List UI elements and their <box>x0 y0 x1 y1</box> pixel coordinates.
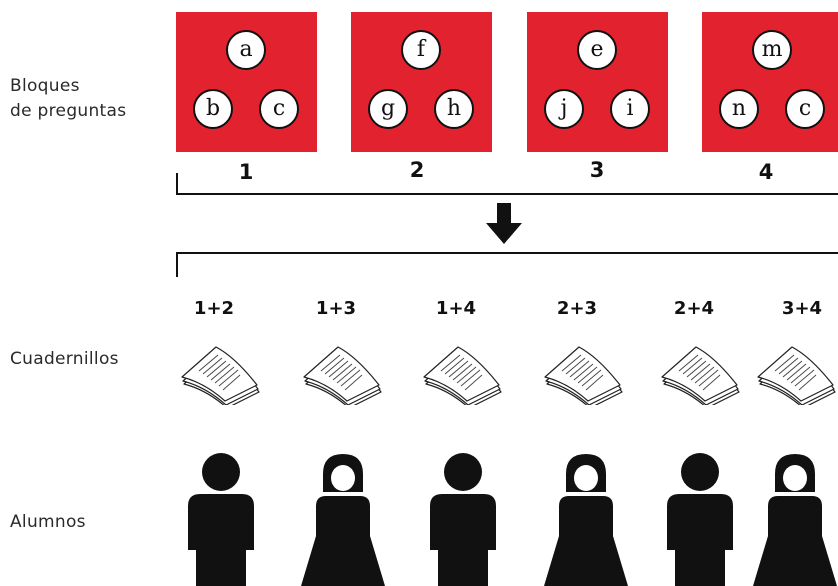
row-label-students: Alumnos <box>10 512 86 532</box>
booklet-stack-icon <box>180 335 262 405</box>
female-student-icon <box>752 452 838 586</box>
row-label-blocks-line1: Bloques <box>10 76 80 96</box>
question-circle-top: e <box>577 30 617 70</box>
question-circle-right: h <box>434 89 474 129</box>
row-label-blocks: Bloques de preguntas <box>10 74 126 124</box>
question-circle-left: j <box>544 89 584 129</box>
male-student-icon <box>178 452 264 586</box>
booklet-stack-icon <box>660 335 742 405</box>
male-student-icon <box>657 452 743 586</box>
question-block-3: e j i <box>527 12 668 152</box>
question-circle-right: c <box>259 89 299 129</box>
booklet-label-5: 2+4 <box>673 298 715 319</box>
booklet-stack-icon <box>756 335 838 405</box>
question-circle-right: i <box>610 89 650 129</box>
question-circle-left: n <box>719 89 759 129</box>
row-label-booklets: Cuadernillos <box>10 349 119 369</box>
booklets-bracket-tick <box>176 252 178 277</box>
question-circle-left: g <box>368 89 408 129</box>
booklet-label-1: 1+2 <box>193 298 235 319</box>
blocks-bracket-tick <box>176 173 178 195</box>
question-circle-top: a <box>226 30 266 70</box>
question-block-4: m n c <box>702 12 838 152</box>
block-number-4: 4 <box>758 160 774 184</box>
block-number-3: 3 <box>589 158 605 182</box>
booklet-label-2: 1+3 <box>315 298 357 319</box>
question-circle-top: f <box>401 30 441 70</box>
booklets-bracket-line <box>176 252 838 254</box>
booklet-stack-icon <box>543 335 625 405</box>
booklet-label-6: 3+4 <box>781 298 823 319</box>
question-block-2: f g h <box>351 12 492 152</box>
blocks-bracket-line <box>176 193 838 195</box>
booklet-stack-icon <box>302 335 384 405</box>
booklet-label-4: 2+3 <box>556 298 598 319</box>
block-number-1: 1 <box>238 160 254 184</box>
question-circle-left: b <box>193 89 233 129</box>
female-student-icon <box>543 452 629 586</box>
question-block-1: a b c <box>176 12 317 152</box>
female-student-icon <box>300 452 386 586</box>
block-number-2: 2 <box>409 158 425 182</box>
row-label-blocks-line2: de preguntas <box>10 101 127 121</box>
down-arrow-icon <box>485 203 523 245</box>
booklet-stack-icon <box>422 335 504 405</box>
male-student-icon <box>420 452 506 586</box>
booklet-label-3: 1+4 <box>435 298 477 319</box>
question-circle-top: m <box>752 30 792 70</box>
question-circle-right: c <box>785 89 825 129</box>
